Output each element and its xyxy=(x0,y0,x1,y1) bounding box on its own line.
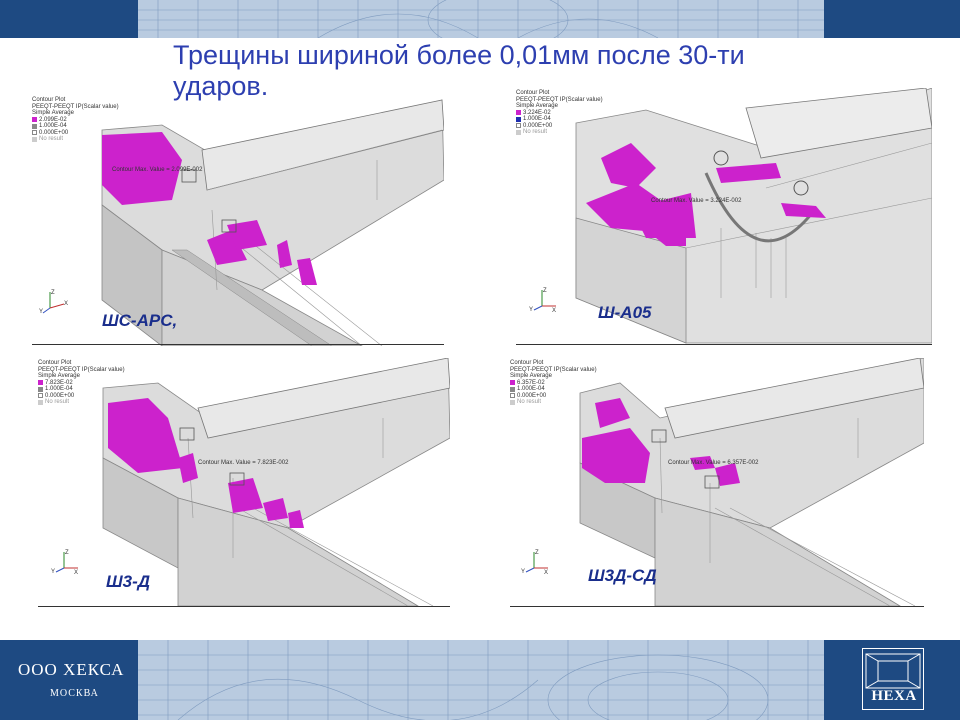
svg-text:Z: Z xyxy=(65,550,69,556)
legend-min: 0.000E+00 xyxy=(45,392,75,399)
company-name: ООО ХЕКСА xyxy=(18,660,125,679)
legend-line: PEEQT-PEEQT IP(Scalar value) xyxy=(516,96,603,103)
legend-max: 6.357E-02 xyxy=(517,379,545,386)
legend-line: Contour Plot xyxy=(32,97,66,103)
legend-noresult: No result xyxy=(39,136,64,142)
legend-line: Simple Average xyxy=(510,373,552,379)
contour-max-annotation: Contour Max. Value = 3.224E-002 xyxy=(651,198,742,204)
legend-line: Simple Average xyxy=(38,373,80,379)
contour-legend: Contour Plot PEEQT-PEEQT IP(Scalar value… xyxy=(32,97,119,143)
contour-max-annotation: Contour Max. Value = 6.357E-002 xyxy=(668,460,759,466)
legend-min: 0.000E+00 xyxy=(39,129,69,136)
svg-text:X: X xyxy=(552,308,556,314)
axis-triad-icon: Z X Y xyxy=(529,288,556,314)
fea-panel-2: Contour Plot PEEQT-PEEQT IP(Scalar value… xyxy=(516,88,932,346)
legend-line: Contour Plot xyxy=(510,360,544,366)
top-banner xyxy=(0,0,960,38)
panel-baseline xyxy=(516,344,932,345)
contour-max-annotation: Contour Max. Value = 2.099E-002 xyxy=(112,167,203,173)
legend-line: Contour Plot xyxy=(38,360,72,366)
variant-label: Ш3-Д xyxy=(106,572,151,591)
svg-text:X: X xyxy=(74,570,78,576)
slide-title: Трещины шириной более 0,01мм после 30-ти… xyxy=(173,40,745,101)
legend-mid: 1.000E-04 xyxy=(517,386,545,392)
fea-model-render xyxy=(101,99,444,346)
fea-model-render xyxy=(579,358,924,607)
svg-text:X: X xyxy=(544,570,548,576)
legend-mid: 1.000E-04 xyxy=(523,116,551,122)
svg-text:Y: Y xyxy=(39,309,43,315)
svg-text:X: X xyxy=(64,301,68,307)
legend-mid: 1.000E-04 xyxy=(45,386,73,392)
legend-noresult: No result xyxy=(45,399,70,405)
svg-text:Y: Y xyxy=(51,569,55,575)
contour-legend: Contour Plot PEEQT-PEEQT IP(Scalar value… xyxy=(510,360,597,406)
contour-legend: Contour Plot PEEQT-PEEQT IP(Scalar value… xyxy=(516,90,603,136)
svg-text:Y: Y xyxy=(529,307,533,313)
panel-baseline xyxy=(510,606,924,607)
legend-noresult: No result xyxy=(517,399,542,405)
fea-model-render xyxy=(575,88,932,344)
company-city: МОСКВА xyxy=(50,688,99,699)
svg-text:Y: Y xyxy=(521,569,525,575)
variant-label: ШС-АРС, xyxy=(102,311,178,330)
fea-panel-1: Contour Plot PEEQT-PEEQT IP(Scalar value… xyxy=(32,90,444,346)
hexa-logo-icon: HEXA xyxy=(862,648,924,710)
legend-min: 0.000E+00 xyxy=(523,122,553,129)
axis-triad-icon: Z X Y xyxy=(51,550,78,576)
mesh-background xyxy=(138,0,824,38)
svg-text:Z: Z xyxy=(543,288,547,294)
panel-baseline xyxy=(38,606,450,607)
legend-line: PEEQT-PEEQT IP(Scalar value) xyxy=(38,366,125,373)
fea-panel-4: Contour Plot PEEQT-PEEQT IP(Scalar value… xyxy=(510,358,924,608)
legend-line: Simple Average xyxy=(32,110,74,116)
contour-max-annotation: Contour Max. Value = 7.823E-002 xyxy=(198,460,289,466)
axis-triad-icon: Z X Y xyxy=(521,550,548,576)
legend-line: Simple Average xyxy=(516,103,558,109)
fea-model-render xyxy=(102,358,450,607)
legend-noresult: No result xyxy=(523,129,548,135)
contour-legend: Contour Plot PEEQT-PEEQT IP(Scalar value… xyxy=(38,360,125,406)
legend-max: 7.823E-02 xyxy=(45,379,73,386)
variant-label: Ш-А05 xyxy=(598,303,652,322)
legend-max: 2.099E-02 xyxy=(39,116,67,123)
legend-line: PEEQT-PEEQT IP(Scalar value) xyxy=(32,103,119,110)
legend-min: 0.000E+00 xyxy=(517,392,547,399)
legend-line: PEEQT-PEEQT IP(Scalar value) xyxy=(510,366,597,373)
svg-text:Z: Z xyxy=(535,550,539,556)
panel-baseline xyxy=(32,344,444,345)
variant-label: Ш3Д-СД xyxy=(588,566,657,585)
logo-text: HEXA xyxy=(871,688,917,704)
legend-line: Contour Plot xyxy=(516,90,550,96)
svg-text:Z: Z xyxy=(51,290,55,296)
fea-panel-3: Contour Plot PEEQT-PEEQT IP(Scalar value… xyxy=(38,358,450,608)
bottom-banner xyxy=(0,640,960,720)
axis-triad-icon: Z X Y xyxy=(39,290,68,315)
legend-mid: 1.000E-04 xyxy=(39,123,67,129)
logo-graphic xyxy=(865,653,921,689)
legend-max: 3.224E-02 xyxy=(523,109,551,116)
mesh-background xyxy=(138,640,824,720)
